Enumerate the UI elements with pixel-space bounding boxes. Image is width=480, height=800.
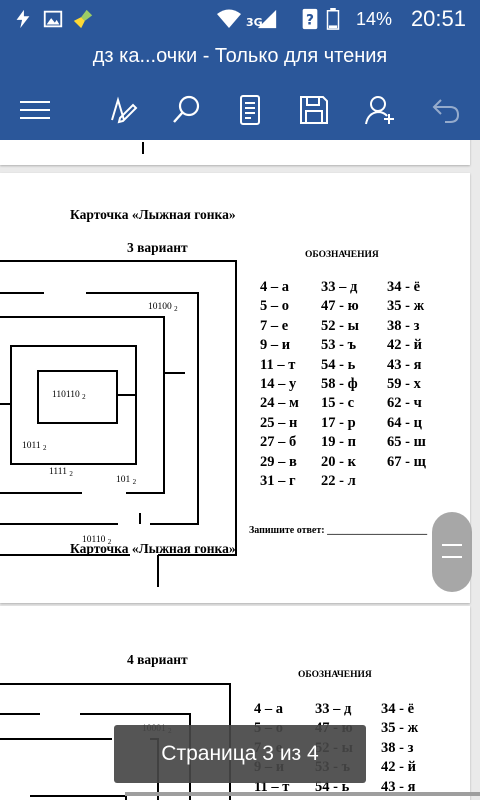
legend-entry: 20 - к bbox=[321, 453, 356, 470]
menu-button[interactable] bbox=[13, 88, 57, 132]
maze-label: 110110 2 bbox=[52, 390, 86, 401]
legend-entry: 58 - ф bbox=[321, 376, 358, 392]
maze-label: 10100 2 bbox=[148, 302, 178, 313]
maze-label: 1011 2 bbox=[22, 441, 47, 452]
legend-entry: 35 - ж bbox=[387, 298, 425, 315]
legend-entry: 64 - ц bbox=[387, 414, 422, 431]
svg-text:?: ? bbox=[306, 13, 314, 29]
legend-entry: 53 - ъ bbox=[321, 337, 357, 354]
maze-diagram bbox=[0, 260, 237, 587]
flash-icon bbox=[16, 9, 30, 29]
document-title[interactable]: дз ка...очки - Только для чтения bbox=[92, 45, 388, 67]
search-icon bbox=[173, 95, 200, 123]
legend-entry: 29 – в bbox=[260, 453, 297, 470]
share-person-icon bbox=[365, 96, 394, 125]
document-page-previous bbox=[0, 140, 470, 165]
card-heading: Карточка «Лыжная гонка» bbox=[70, 207, 236, 222]
legend-title: ОБОЗНАЧЕНИЯ bbox=[305, 250, 379, 260]
maze-label: 10110 2 bbox=[82, 535, 112, 546]
legend-entry: 14 – у bbox=[260, 376, 297, 392]
sim-question-icon: ? bbox=[302, 8, 318, 30]
legend-entry: 22 - л bbox=[321, 473, 356, 489]
maze-label: 101 2 bbox=[116, 475, 137, 486]
legend-entry: 38 - з bbox=[387, 317, 420, 334]
page-indicator-toast: Страница 3 из 4 bbox=[114, 725, 366, 783]
clock: 20:51 bbox=[410, 6, 466, 31]
legend-entry: 5 – о bbox=[260, 298, 289, 315]
legend-entry: 19 - п bbox=[321, 434, 356, 451]
signal-icon bbox=[257, 9, 277, 29]
legend-title: ОБОЗНАЧЕНИЯ bbox=[298, 670, 372, 680]
legend-entry: 65 - ш bbox=[387, 434, 426, 451]
legend-entry: 17 - р bbox=[321, 414, 356, 431]
pen-icon bbox=[111, 96, 138, 124]
legend-entry: 25 – н bbox=[260, 414, 298, 431]
answer-prompt: Запишите ответ: ____________________ bbox=[249, 525, 428, 536]
variant-label: 4 вариант bbox=[127, 652, 188, 667]
image-icon bbox=[43, 10, 63, 28]
save-icon bbox=[300, 96, 328, 124]
legend-entry: 15 - с bbox=[321, 395, 355, 412]
legend-entry: 7 – е bbox=[260, 317, 289, 334]
legend-entry: 47 - ю bbox=[321, 298, 359, 315]
maze-label: 1111 2 bbox=[49, 467, 73, 478]
legend-entry: 31 – г bbox=[260, 473, 296, 489]
menu-icon bbox=[20, 101, 50, 119]
network-type: 3G bbox=[246, 16, 263, 29]
legend-entry: 52 - ы bbox=[321, 317, 359, 334]
share-button[interactable] bbox=[358, 88, 402, 132]
legend-entry: 38 - з bbox=[381, 739, 414, 756]
legend-entry: 43 - я bbox=[381, 778, 416, 795]
legend-entry: 43 - я bbox=[387, 356, 422, 373]
search-button[interactable] bbox=[164, 88, 208, 132]
battery-icon bbox=[326, 8, 340, 30]
legend-entry: 34 - ё bbox=[387, 279, 421, 295]
legend-entry: 59 - х bbox=[387, 376, 421, 392]
status-bar: 3G ? 14% 20:51 bbox=[0, 0, 480, 38]
legend-entry: 35 - ж bbox=[381, 720, 419, 737]
legend-entry: 42 - й bbox=[381, 759, 416, 776]
battery-percent: 14% bbox=[355, 9, 392, 29]
legend-entry: 9 – и bbox=[260, 337, 291, 354]
mobile-view-icon bbox=[240, 95, 260, 125]
broom-icon bbox=[73, 9, 93, 29]
draw-button[interactable] bbox=[100, 88, 144, 132]
legend-entry: 11 – т bbox=[260, 356, 296, 373]
legend-entry: 4 – а bbox=[260, 279, 289, 295]
wifi-icon bbox=[217, 9, 241, 28]
horizontal-scrollbar[interactable] bbox=[125, 792, 480, 796]
legend-entry: 54 - ь bbox=[321, 356, 356, 373]
save-button[interactable] bbox=[292, 88, 336, 132]
legend-entry: 27 – б bbox=[260, 434, 297, 451]
toolbar bbox=[0, 78, 480, 140]
fast-scroll-handle[interactable] bbox=[432, 512, 472, 592]
legend-entry: 34 - ё bbox=[381, 701, 415, 717]
legend-entry: 67 - щ bbox=[387, 453, 426, 470]
undo-button[interactable] bbox=[424, 88, 468, 132]
legend-entry: 33 – д bbox=[321, 279, 358, 295]
document-canvas[interactable]: Карточка «Лыжная гонка» 3 вариант ОБОЗНА… bbox=[0, 140, 480, 800]
legend-entry: 33 – д bbox=[315, 701, 352, 717]
card-heading-overflow: Карточка «Лыжная гонка» bbox=[70, 541, 236, 556]
legend-entry: 24 – м bbox=[260, 395, 299, 412]
undo-icon bbox=[432, 99, 460, 123]
legend-entry: 42 - й bbox=[387, 337, 422, 354]
variant-label: 3 вариант bbox=[127, 240, 188, 255]
title-bar: дз ка...очки - Только для чтения bbox=[0, 38, 480, 78]
mobile-view-button[interactable] bbox=[228, 88, 272, 132]
legend-entry: 4 – а bbox=[254, 701, 283, 717]
document-page-3: Карточка «Лыжная гонка» 3 вариант ОБОЗНА… bbox=[0, 173, 470, 603]
legend-entry: 62 - ч bbox=[387, 395, 422, 412]
